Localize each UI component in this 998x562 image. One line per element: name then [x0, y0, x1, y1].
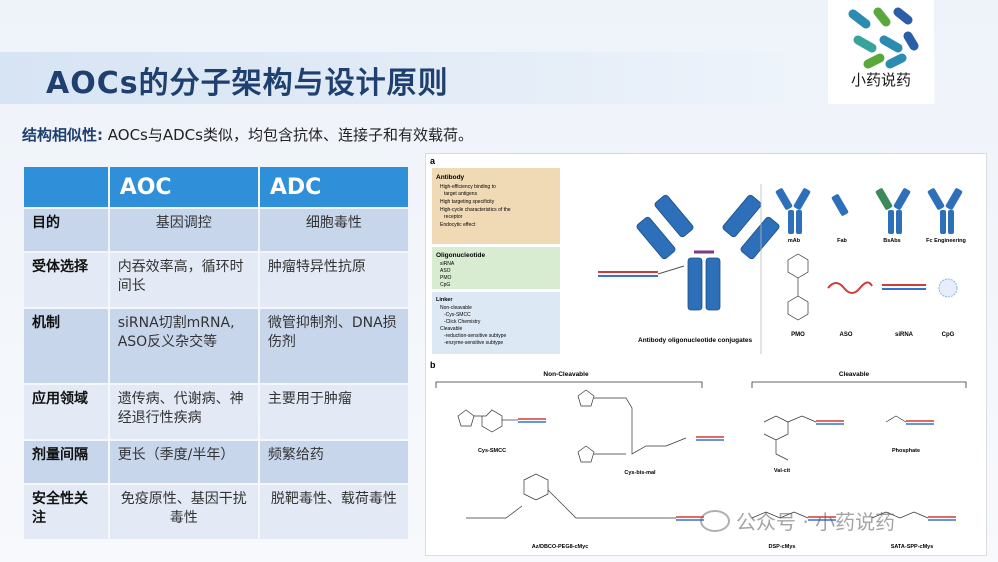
format-label: Fc Engineering	[926, 238, 966, 244]
aoc-cell: 遗传病、代谢病、神经退行性疾病	[109, 385, 258, 439]
row-label: 机制	[24, 309, 108, 383]
oligo-box	[432, 247, 560, 289]
table-row: 安全性关注 免疫原性、基因干扰毒性 脱靶毒性、载荷毒性	[24, 485, 408, 539]
linker-structures	[457, 389, 929, 519]
title-bar	[0, 52, 935, 104]
linker-line: -enzyme-sensitive subtype	[444, 340, 503, 346]
adc-cell: 细胞毒性	[259, 209, 408, 251]
cpg-icon	[938, 278, 958, 298]
payload-label: PMO	[791, 332, 805, 338]
row-label: 应用领域	[24, 385, 108, 439]
linker-line: -Cys-SMCC	[444, 312, 471, 318]
aoc-cell: 更长（季度/半年）	[109, 441, 258, 483]
oligo-bullet: siRNA	[440, 261, 455, 267]
subtitle-text: AOCs与ADCs类似，均包含抗体、连接子和有效载荷。	[103, 126, 473, 144]
antibody-bullet: Endocytic effect	[440, 222, 476, 228]
linker-label: DSP-cMys	[769, 544, 796, 550]
oligo-box-title: Oligonucleotide	[436, 252, 485, 259]
row-label: 目的	[24, 209, 108, 251]
logo: 小药说药	[828, 0, 934, 104]
subtitle-lead: 结构相似性:	[22, 126, 103, 144]
antibody-box-title: Antibody	[436, 174, 465, 181]
aoc-cell: 基因调控	[109, 209, 258, 251]
linker-label: Phosphate	[892, 448, 920, 454]
linker-label: SATA-SPP-cMys	[891, 544, 934, 550]
payload-label: siRNA	[895, 332, 914, 338]
watermark: 公众号 · 小药说药	[700, 506, 895, 535]
table-row: 应用领域 遗传病、代谢病、神经退行性疾病 主要用于肿瘤	[24, 385, 408, 439]
linker-box	[432, 292, 560, 354]
adc-cell: 主要用于肿瘤	[259, 385, 408, 439]
aoc-cell: 内吞效率高，循环时间长	[109, 253, 258, 307]
table-header-row: AOC ADC	[24, 167, 408, 207]
adc-cell: 肿瘤特异性抗原	[259, 253, 408, 307]
linker-line: -reduction-sensitive subtype	[444, 333, 506, 339]
adc-cell: 频繁给药	[259, 441, 408, 483]
linker-label: Cys-SMCC	[478, 448, 506, 454]
aoc-caption: Antibody oligonucleotide conjugates	[638, 337, 752, 344]
aso-icon	[827, 281, 873, 294]
antibody-bullet: receptor	[444, 214, 463, 220]
logo-icon	[848, 7, 919, 69]
oligo-bullet: PMO	[440, 275, 452, 281]
pmo-structure-icon	[787, 253, 809, 321]
oligo-strand-icon	[598, 265, 685, 277]
panel-b-label: b	[430, 360, 436, 370]
payload-label: ASO	[839, 332, 852, 338]
antibody-bullet: High-efficiency binding to	[440, 184, 496, 190]
table-row: 剂量间隔 更长（季度/半年） 频繁给药	[24, 441, 408, 483]
row-label: 安全性关注	[24, 485, 108, 539]
aoc-cell: siRNA切割mRNA, ASO反义杂交等	[109, 309, 258, 383]
linker-line: -Click Chemistry	[444, 319, 481, 325]
subtitle: 结构相似性: AOCs与ADCs类似，均包含抗体、连接子和有效载荷。	[22, 124, 473, 145]
aoc-figure: a Antibody High-efficiency binding to ta…	[425, 153, 987, 556]
adc-cell: 微管抑制剂、DNA损伤剂	[259, 309, 408, 383]
format-label: mAb	[788, 238, 801, 244]
linker-box-title: Linker	[436, 297, 453, 303]
wechat-icon	[700, 509, 730, 532]
antibody-icon	[636, 194, 780, 311]
table-row: 受体选择 内吞效率高，循环时间长 肿瘤特异性抗原	[24, 253, 408, 307]
antibody-bullet: target antigens	[444, 191, 478, 197]
page-title: AOCs的分子架构与设计原则	[46, 66, 449, 101]
linker-line: Non-cleavable	[440, 305, 472, 311]
non-cleavable-label: Non-Cleavable	[543, 371, 589, 378]
aoc-cell: 免疫原性、基因干扰毒性	[109, 485, 258, 539]
logo-text: 小药说药	[850, 71, 911, 89]
linker-label: Az/DBCO-PEG8-cMyc	[532, 544, 589, 550]
payload-label: CpG	[942, 332, 955, 338]
format-icons	[775, 188, 963, 234]
sirna-icon	[882, 284, 926, 290]
panel-a-label: a	[430, 156, 436, 166]
linker-oligo-strands	[518, 418, 956, 521]
antibody-bullet: High targeting specificity	[440, 199, 495, 205]
row-label: 受体选择	[24, 253, 108, 307]
table-header-blank	[24, 167, 108, 207]
row-label: 剂量间隔	[24, 441, 108, 483]
table-header-aoc: AOC	[109, 167, 258, 207]
table-row: 目的 基因调控 细胞毒性	[24, 209, 408, 251]
oligo-bullet: ASO	[440, 268, 451, 274]
table-header-adc: ADC	[259, 167, 408, 207]
oligo-bullet: CpG	[440, 282, 450, 288]
adc-cell: 脱靶毒性、载荷毒性	[259, 485, 408, 539]
format-label: Fab	[837, 238, 847, 244]
linker-label: Val-cit	[774, 468, 790, 474]
comparison-table: AOC ADC 目的 基因调控 细胞毒性 受体选择 内吞效率高，循环时间长 肿瘤…	[22, 165, 410, 541]
antibody-box	[432, 168, 560, 244]
format-label: BsAbs	[883, 238, 900, 244]
antibody-box-bullets: High-efficiency binding to target antige…	[440, 184, 511, 228]
watermark-text: 公众号 · 小药说药	[736, 510, 896, 534]
table-row: 机制 siRNA切割mRNA, ASO反义杂交等 微管抑制剂、DNA损伤剂	[24, 309, 408, 383]
antibody-bullet: High-cycle characteristics of the	[440, 207, 511, 213]
linker-line: Cleavable	[440, 326, 462, 332]
linker-label: Cys-bis-mal	[624, 470, 656, 476]
cleavable-label: Cleavable	[839, 371, 870, 378]
